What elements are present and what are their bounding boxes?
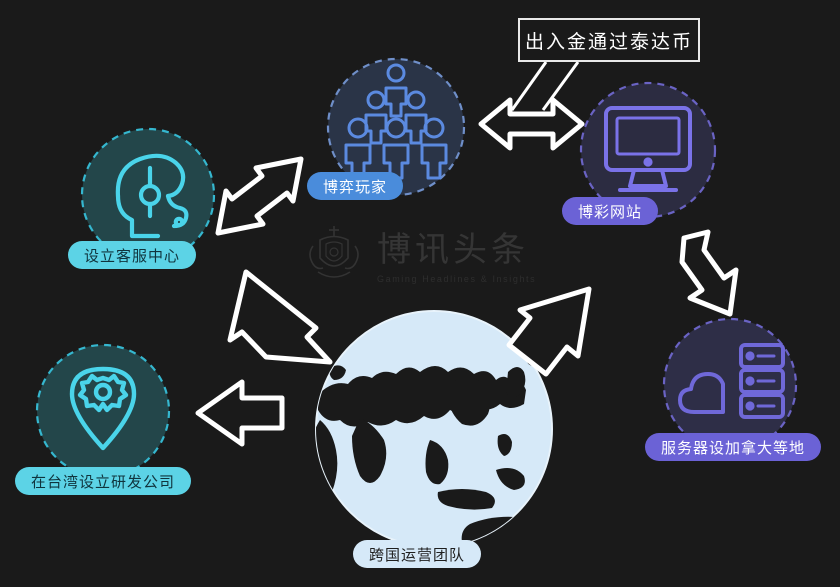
label-rnd-taiwan-text: 在台湾设立研发公司 [31, 473, 176, 491]
node-circle-servers [662, 317, 798, 453]
callout-box: 出入金通过泰达币 [518, 18, 700, 62]
label-servers-text: 服务器设加拿大等地 [661, 439, 806, 457]
people-group-icon [344, 63, 448, 180]
headset-support-icon [115, 153, 189, 239]
label-customer-service-text: 设立客服中心 [84, 247, 181, 265]
label-gambling-website[interactable]: 博彩网站 [562, 197, 659, 225]
arrow-global-team-gambling-website [506, 286, 592, 377]
label-gambling-website-text: 博彩网站 [578, 203, 643, 221]
node-customer-service[interactable] [80, 127, 216, 263]
node-circle-rnd-taiwan [35, 343, 171, 479]
arrow-gambling-website-servers [679, 229, 739, 317]
desktop-monitor-icon [604, 106, 692, 192]
node-circle-customer-service [80, 127, 216, 263]
arrow-players-customer-service [215, 156, 304, 236]
arrow-global-team-customer-service [227, 269, 333, 365]
label-servers[interactable]: 服务器设加拿大等地 [645, 433, 822, 461]
label-players-text: 博弈玩家 [323, 178, 388, 196]
cloud-server-icon [678, 343, 785, 419]
label-global-team-text: 跨国运营团队 [369, 546, 466, 564]
label-global-team[interactable]: 跨国运营团队 [353, 540, 482, 568]
callout-label: 出入金通过泰达币 [524, 31, 693, 53]
arrow-players-gambling-website [478, 97, 585, 151]
label-rnd-taiwan[interactable]: 在台湾设立研发公司 [15, 467, 192, 495]
node-players[interactable] [326, 57, 466, 197]
callout-leader-lines [510, 61, 580, 111]
node-rnd-taiwan[interactable] [35, 343, 171, 479]
label-customer-service[interactable]: 设立客服中心 [68, 241, 197, 269]
arrow-global-team-rnd-taiwan [195, 379, 285, 447]
node-servers[interactable] [662, 317, 798, 453]
location-pin-gear-icon [69, 366, 137, 451]
label-players[interactable]: 博弈玩家 [307, 172, 404, 200]
